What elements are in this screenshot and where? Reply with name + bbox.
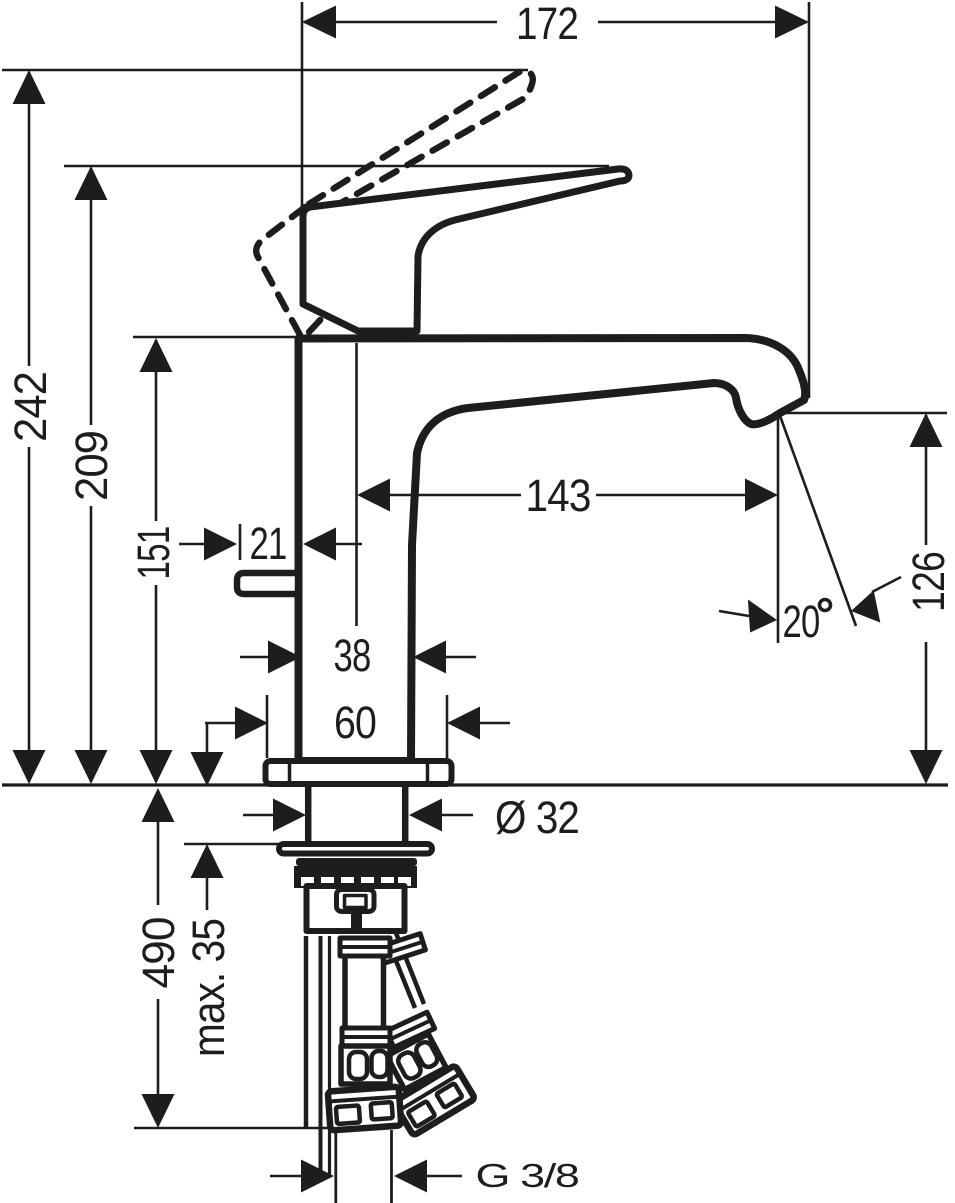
svg-text:490: 490	[133, 918, 184, 989]
svg-text:21: 21	[250, 518, 287, 569]
svg-text:151: 151	[128, 527, 179, 580]
svg-text:172: 172	[516, 0, 578, 49]
svg-text:G 3/8: G 3/8	[476, 1157, 579, 1194]
svg-text:143: 143	[526, 470, 591, 521]
svg-text:max. 35: max. 35	[183, 919, 234, 1057]
svg-text:38: 38	[334, 630, 371, 681]
svg-text:209: 209	[66, 431, 117, 501]
svg-text:60: 60	[334, 697, 376, 748]
svg-text:126: 126	[903, 552, 954, 612]
svg-text:242: 242	[5, 372, 56, 442]
svg-text:Ø 32: Ø 32	[495, 792, 579, 843]
svg-text:20: 20	[783, 596, 820, 647]
